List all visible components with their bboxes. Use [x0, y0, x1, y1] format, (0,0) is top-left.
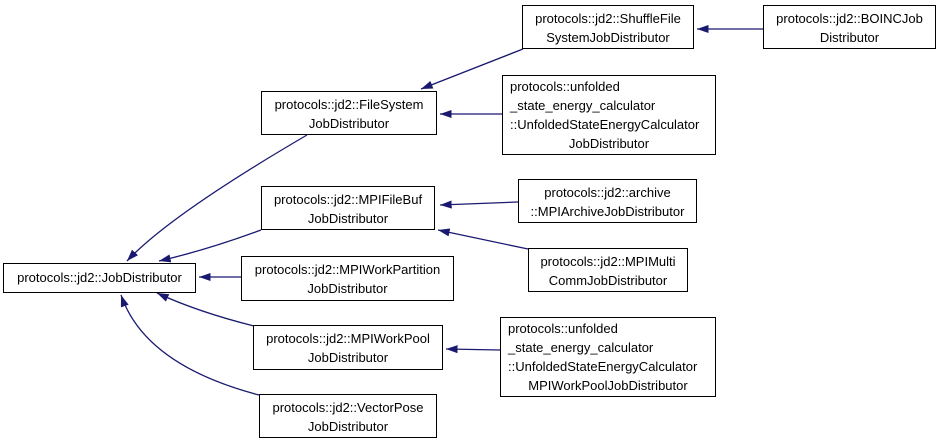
node-label-line: JobDistributor — [307, 419, 389, 434]
node-label-line: JobDistributor — [308, 116, 390, 131]
node-label-line: protocols::unfolded — [510, 79, 620, 94]
node-shuffle-file-system-job-distributor[interactable]: protocols::jd2::ShuffleFile SystemJobDis… — [522, 5, 694, 49]
edge-mpi-multi-to-mpi-file-buf-arrow — [437, 228, 529, 250]
node-label-line: protocols::jd2::JobDistributor — [17, 270, 182, 285]
node-unfolded-state-energy-calculator-mpi-work-pool-job-distributor[interactable]: protocols::unfolded _state_energy_calcul… — [500, 317, 716, 397]
node-label-line: ::UnfoldedStateEnergyCalculator — [508, 359, 698, 374]
node-label-line: protocols::jd2::MPIWorkPool — [266, 331, 430, 346]
edge-mpi-file-buf-to-job-distributor-arrow — [158, 229, 262, 263]
node-label-line: protocols::jd2::FileSystem — [274, 97, 424, 112]
node-label-line: MPIWorkPoolJobDistributor — [528, 378, 688, 393]
node-mpi-file-buf-job-distributor[interactable]: protocols::jd2::MPIFileBuf JobDistributo… — [261, 186, 435, 230]
node-label-line: protocols::jd2::MPIWorkPartition — [254, 262, 441, 277]
node-label-line: _state_energy_calculator — [508, 340, 654, 355]
edge-shuffle-file-to-file-system-arrow — [420, 48, 524, 90]
node-job-distributor[interactable]: protocols::jd2::JobDistributor — [3, 263, 196, 293]
node-label-line: protocols::unfolded — [508, 321, 618, 336]
edge-archive-to-mpi-file-buf-arrow — [439, 200, 519, 209]
node-boinc-job-distributor[interactable]: protocols::jd2::BOINCJob Distributor — [763, 5, 936, 49]
node-label-line: protocols::jd2::VectorPose — [272, 400, 424, 415]
edge-unfolded-mpi-to-mpi-work-pool-arrow — [445, 345, 501, 354]
edge-mpi-work-pool-to-job-distributor-arrow — [156, 292, 255, 327]
node-label-line: JobDistributor — [568, 136, 650, 151]
node-label-line: SystemJobDistributor — [546, 30, 670, 45]
node-label-line: protocols::jd2::MPIMulti — [540, 254, 676, 269]
node-label-line: JobDistributor — [307, 281, 388, 296]
node-label-line: JobDistributor — [307, 350, 389, 365]
node-mpi-work-partition-job-distributor[interactable]: protocols::jd2::MPIWorkPartition JobDist… — [241, 256, 454, 301]
node-label-line: ::MPIArchiveJobDistributor — [530, 204, 685, 219]
node-label-line: protocols::jd2::MPIFileBuf — [273, 192, 423, 207]
node-mpi-archive-job-distributor[interactable]: protocols::jd2::archive ::MPIArchiveJobD… — [518, 179, 697, 223]
node-unfolded-state-energy-calculator-job-distributor[interactable]: protocols::unfolded _state_energy_calcul… — [502, 75, 716, 155]
node-vector-pose-job-distributor[interactable]: protocols::jd2::VectorPose JobDistributo… — [259, 394, 437, 438]
node-mpi-work-pool-job-distributor[interactable]: protocols::jd2::MPIWorkPool JobDistribut… — [253, 325, 443, 370]
node-label-line: ::UnfoldedStateEnergyCalculator — [510, 117, 700, 132]
node-label-line: _state_energy_calculator — [510, 98, 656, 113]
node-label-line: protocols::jd2::BOINCJob — [776, 11, 923, 26]
node-label-line: Distributor — [819, 30, 880, 45]
node-file-system-job-distributor[interactable]: protocols::jd2::FileSystem JobDistributo… — [261, 91, 437, 135]
node-label-line: protocols::jd2::archive — [544, 185, 671, 200]
edge-file-system-to-job-distributor-arrow — [126, 134, 308, 262]
node-label-line: protocols::jd2::ShuffleFile — [535, 11, 681, 26]
node-label-line: CommJobDistributor — [548, 273, 668, 288]
node-label-line: JobDistributor — [307, 211, 389, 226]
edge-vector-pose-to-job-distributor-arrow — [120, 294, 260, 396]
node-mpi-multi-comm-job-distributor[interactable]: protocols::jd2::MPIMulti CommJobDistribu… — [528, 248, 688, 292]
